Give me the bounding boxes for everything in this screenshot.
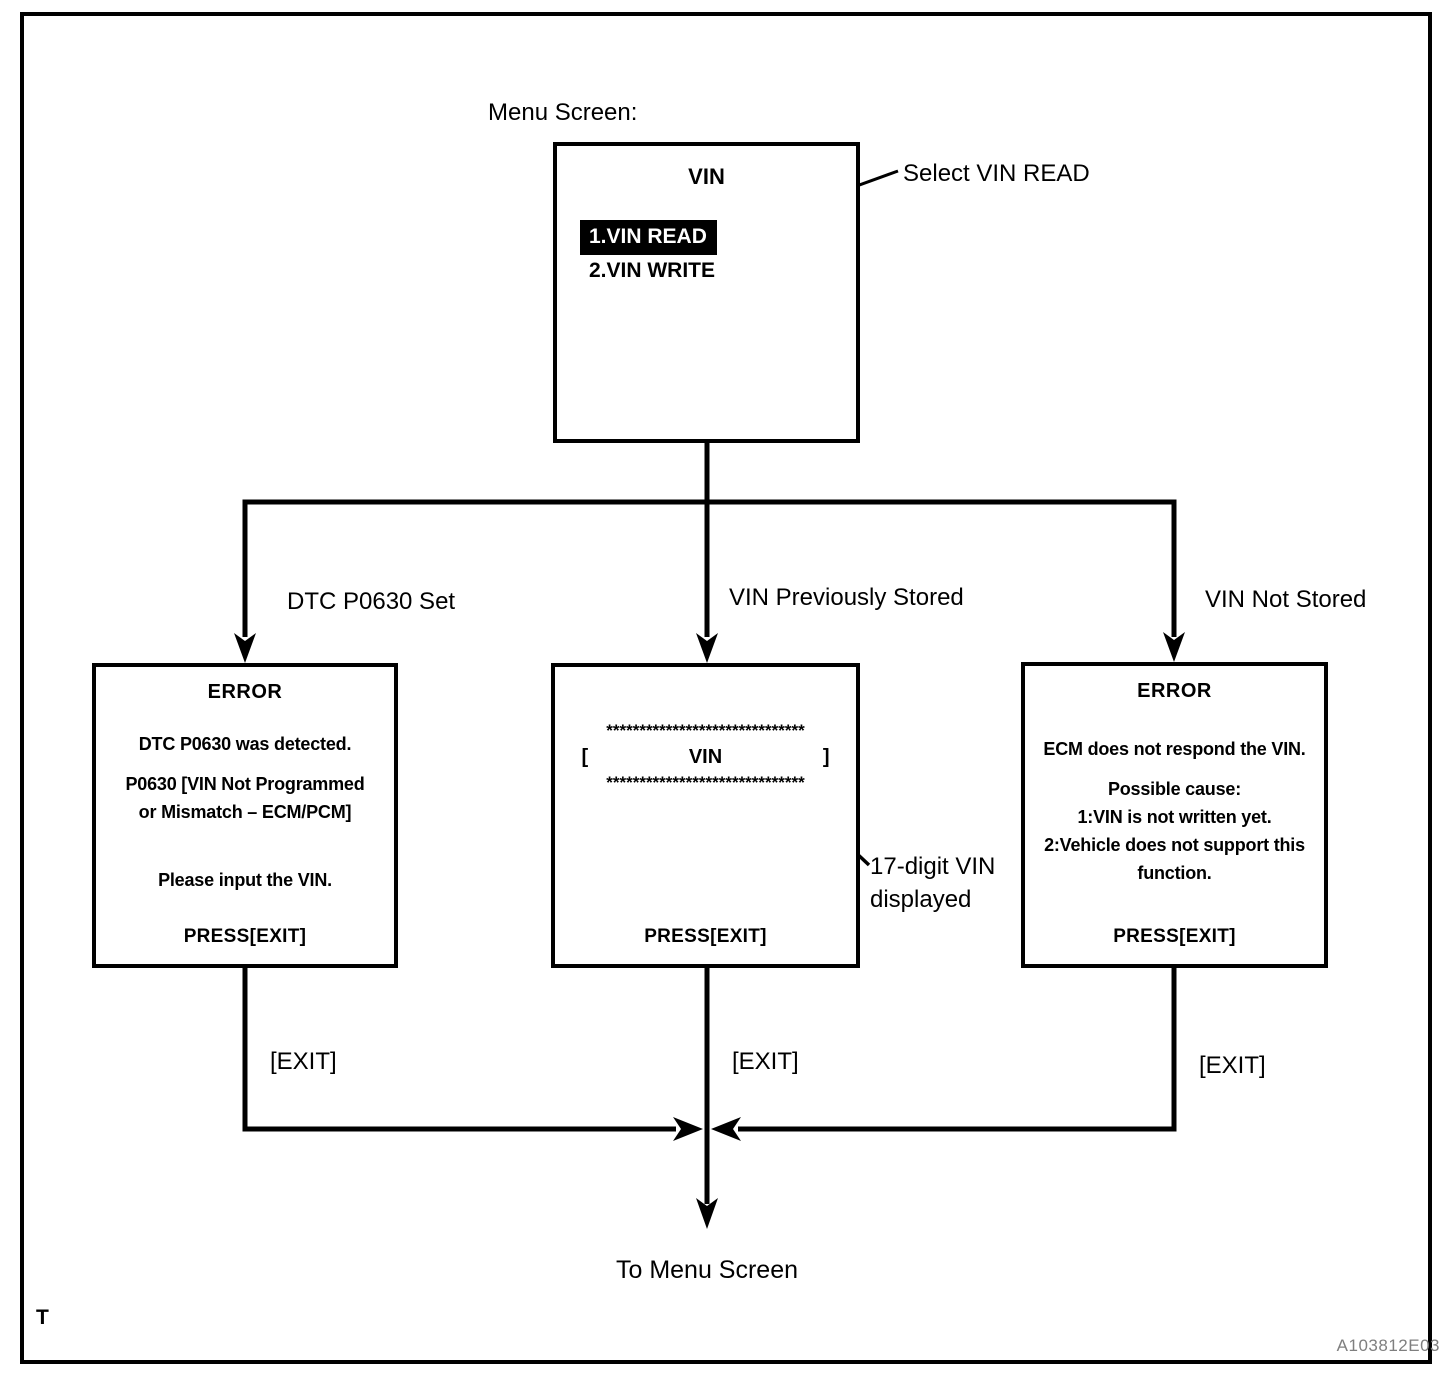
menu-item-vin-write: 2.VIN WRITE (589, 259, 716, 282)
exit-label-middle: [EXIT] (732, 1048, 799, 1075)
no-response-title: ERROR (1137, 680, 1212, 702)
figure-code: A103812E03 (1336, 1336, 1440, 1355)
page-corner-letter: T (36, 1306, 49, 1329)
menu-screen-caption: Menu Screen: (488, 99, 638, 126)
vin-display-press-exit: PRESS[EXIT] (644, 926, 767, 947)
exit-label-left: [EXIT] (270, 1048, 337, 1075)
dtc-error-line1: DTC P0630 was detected. (138, 734, 352, 754)
screen-no-response-error: ERROR ECM does not respond the VIN. Poss… (1021, 662, 1328, 968)
menu-title: VIN (688, 164, 725, 189)
no-response-press-exit: PRESS[EXIT] (1113, 926, 1236, 947)
branch-label-dtc-set: DTC P0630 Set (287, 588, 456, 615)
figure-border (20, 12, 1432, 1364)
no-response-line2: Possible cause: (1107, 779, 1242, 799)
exit-label-right: [EXIT] (1199, 1052, 1266, 1079)
vin-bracket-row: [ VIN ] (582, 746, 830, 769)
vin-bracket-open: [ (581, 746, 589, 768)
no-response-line5: function. (1137, 863, 1212, 883)
dtc-error-line2b: or Mismatch – ECM/PCM] (138, 802, 352, 822)
branch-label-vin-not-stored: VIN Not Stored (1205, 586, 1367, 613)
select-vin-read-annotation: Select VIN READ (903, 160, 1090, 187)
vin-stars-top: ****************************** (606, 721, 805, 740)
no-response-line3: 1:VIN is not written yet. (1077, 807, 1272, 827)
vin-digits-annotation: 17-digit VIN displayed (870, 850, 995, 916)
vin-digits-annotation-line2: displayed (870, 886, 972, 913)
vin-bracket-close: ] (822, 746, 830, 768)
dtc-error-press-exit: PRESS[EXIT] (183, 926, 307, 947)
menu-item-vin-read: 1.VIN READ (580, 220, 717, 255)
no-response-line4: 2:Vehicle does not support this (1044, 835, 1305, 855)
no-response-line1: ECM does not respond the VIN. (1043, 739, 1306, 759)
vin-label: VIN (688, 746, 723, 768)
screen-vin-display: ****************************** [ VIN ] *… (551, 663, 860, 968)
dtc-error-title: ERROR (207, 681, 283, 703)
vin-stars-bottom: ****************************** (606, 773, 805, 792)
screen-dtc-error: ERROR DTC P0630 was detected. P0630 [VIN… (92, 663, 398, 968)
to-menu-screen-label: To Menu Screen (615, 1256, 799, 1284)
menu-screen-box: VIN 1.VIN READ 2.VIN WRITE (553, 142, 860, 443)
branch-label-vin-stored: VIN Previously Stored (729, 584, 964, 611)
dtc-error-line2a: P0630 [VIN Not Programmed (125, 774, 365, 794)
vin-digits-annotation-line1: 17-digit VIN (870, 853, 996, 880)
dtc-error-line3: Please input the VIN. (158, 870, 332, 890)
